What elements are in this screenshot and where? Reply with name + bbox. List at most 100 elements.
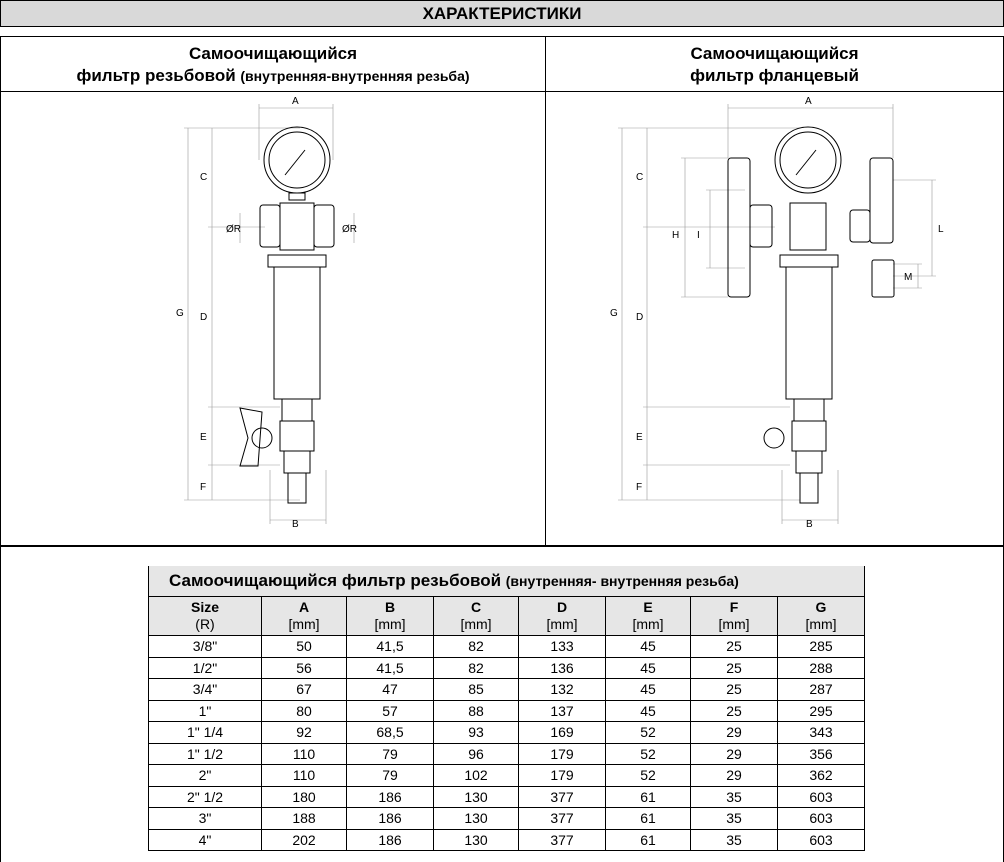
table-cell: 130 (433, 807, 519, 830)
table-cell: 52 (605, 764, 691, 787)
table-cell: 41,5 (346, 635, 434, 658)
table-cell: 110 (261, 742, 347, 765)
threaded-filter-panel: Самоочищающийся фильтр резьбовой (внутре… (0, 36, 546, 547)
dim-d-label: D (200, 312, 207, 323)
dim-g-label: G (610, 308, 618, 319)
table-cell: 85 (433, 678, 519, 701)
table-cell: 603 (777, 828, 865, 851)
dim-d-label: D (636, 312, 643, 323)
table-cell: 186 (346, 828, 434, 851)
table-cell: 130 (433, 785, 519, 808)
table-cell: 377 (518, 828, 606, 851)
column-header: C[mm] (433, 596, 519, 636)
table-cell: 52 (605, 721, 691, 744)
table-cell: 287 (777, 678, 865, 701)
table-cell: 61 (605, 807, 691, 830)
table-cell: 29 (690, 742, 778, 765)
dimensions-table: Самоочищающийся фильтр резьбовой (внутре… (148, 566, 865, 851)
table-cell: 61 (605, 785, 691, 808)
table-cell: 82 (433, 635, 519, 658)
table-cell: 29 (690, 721, 778, 744)
table-cell: 35 (690, 828, 778, 851)
table-cell: 110 (261, 764, 347, 787)
column-header: D[mm] (518, 596, 606, 636)
table-cell: 2" 1/2 (148, 785, 262, 808)
table-cell: 50 (261, 635, 347, 658)
table-cell: 47 (346, 678, 434, 701)
table-cell: 1" 1/2 (148, 742, 262, 765)
table-cell: 603 (777, 785, 865, 808)
table-cell: 169 (518, 721, 606, 744)
dim-g-label: G (176, 308, 184, 319)
table-cell: 180 (261, 785, 347, 808)
table-cell: 82 (433, 656, 519, 679)
table-cell: 1/2" (148, 656, 262, 679)
table-cell: 79 (346, 742, 434, 765)
flanged-filter-drawing: A B C D E F G H I L M (610, 96, 944, 530)
table-cell: 35 (690, 807, 778, 830)
dim-e-label: E (636, 432, 643, 443)
table-cell: 362 (777, 764, 865, 787)
table-cell: 4" (148, 828, 262, 851)
table-cell: 88 (433, 699, 519, 722)
heading-note: (внутренняя-внутренняя резьба) (240, 68, 470, 84)
table-cell: 52 (605, 742, 691, 765)
dim-b-label: B (806, 519, 813, 530)
table-cell: 133 (518, 635, 606, 658)
heading-line2: фильтр резьбовой (76, 66, 236, 85)
table-cell: 2" (148, 764, 262, 787)
column-header: A[mm] (261, 596, 347, 636)
table-cell: 57 (346, 699, 434, 722)
column-header: F[mm] (690, 596, 778, 636)
table-cell: 343 (777, 721, 865, 744)
table-cell: 25 (690, 678, 778, 701)
column-header: E[mm] (605, 596, 691, 636)
dim-f-label: F (200, 482, 206, 493)
table-cell: 356 (777, 742, 865, 765)
dim-r-label-right: ØR (342, 224, 357, 235)
table-cell: 1" 1/4 (148, 721, 262, 744)
dim-e-label: E (200, 432, 207, 443)
table-cell: 202 (261, 828, 347, 851)
table-cell: 56 (261, 656, 347, 679)
table-cell: 45 (605, 678, 691, 701)
heading-line1: Самоочищающийся (188, 44, 358, 63)
heading-line1: Самоочищающийся (690, 44, 859, 63)
threaded-filter-drawing: A B C D E F G ØR ØR (176, 96, 357, 530)
dim-i-label: I (697, 230, 700, 241)
table-cell: 96 (433, 742, 519, 765)
table-cell: 93 (433, 721, 519, 744)
dim-m-label: M (904, 272, 912, 283)
table-cell: 29 (690, 764, 778, 787)
dim-c-label: C (636, 172, 643, 183)
table-cell: 79 (346, 764, 434, 787)
heading-line2: фильтр фланцевый (690, 66, 859, 85)
table-cell: 132 (518, 678, 606, 701)
table-cell: 285 (777, 635, 865, 658)
dim-a-label: A (805, 96, 812, 107)
table-cell: 67 (261, 678, 347, 701)
table-header-row: Size(R)A[mm]B[mm]C[mm]D[mm]E[mm]F[mm]G[m… (148, 596, 865, 636)
table-cell: 61 (605, 828, 691, 851)
table-cell: 80 (261, 699, 347, 722)
column-header: G[mm] (777, 596, 865, 636)
table-cell: 377 (518, 807, 606, 830)
table-cell: 45 (605, 699, 691, 722)
table-cell: 295 (777, 699, 865, 722)
dim-h-label: H (672, 230, 679, 241)
dim-f-label: F (636, 482, 642, 493)
threaded-filter-heading: Самоочищающийся фильтр резьбовой (внутре… (1, 37, 545, 92)
table-cell: 25 (690, 656, 778, 679)
dim-l-label: L (938, 224, 944, 235)
table-cell: 41,5 (346, 656, 434, 679)
table-cell: 102 (433, 764, 519, 787)
